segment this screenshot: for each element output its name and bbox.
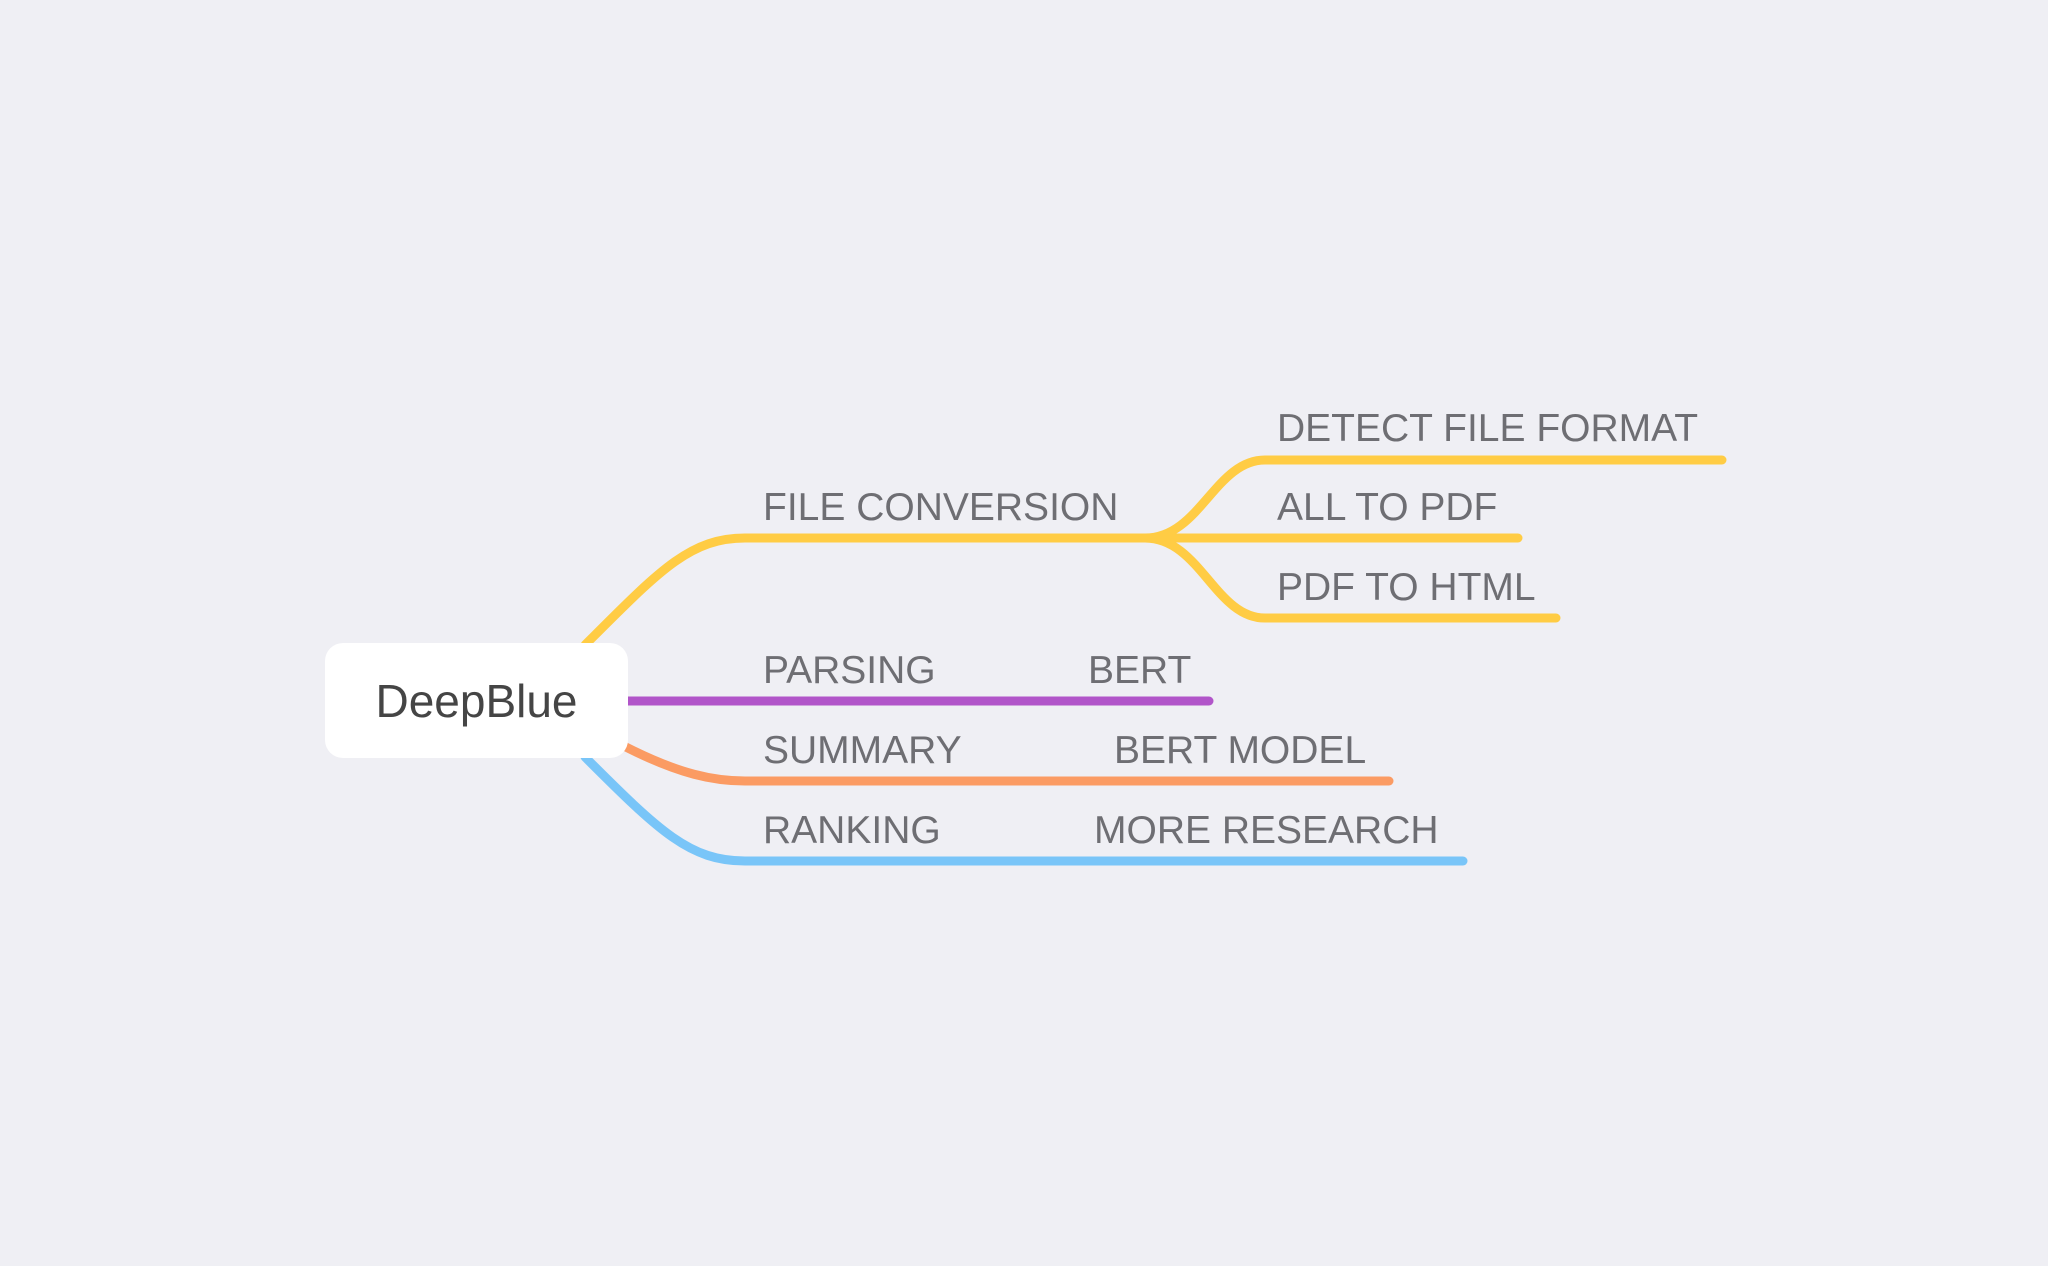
topic-ranking[interactable]: RANKING: [763, 809, 941, 852]
root-node[interactable]: DeepBlue: [325, 643, 628, 758]
root-node-label: DeepBlue: [375, 674, 578, 727]
topic-parsing[interactable]: PARSING: [763, 649, 936, 692]
connector-pdf-to-html: [1140, 533, 1561, 623]
subtopic-more-research[interactable]: MORE RESEARCH: [1094, 809, 1439, 852]
connector-summary: [617, 740, 985, 786]
subtopic-pdf-to-html[interactable]: PDF TO HTML: [1277, 566, 1536, 609]
connector-ranking: [580, 752, 967, 866]
subtopic-bert[interactable]: BERT: [1088, 649, 1192, 692]
connector-file-conversion: [580, 533, 1150, 650]
subtopic-all-to-pdf[interactable]: ALL TO PDF: [1277, 486, 1498, 529]
topic-summary[interactable]: SUMMARY: [763, 729, 962, 772]
subtopic-detect-file-format[interactable]: DETECT FILE FORMAT: [1277, 407, 1699, 450]
topic-file-conversion[interactable]: FILE CONVERSION: [763, 486, 1119, 529]
subtopic-bert-model[interactable]: BERT MODEL: [1114, 729, 1367, 772]
